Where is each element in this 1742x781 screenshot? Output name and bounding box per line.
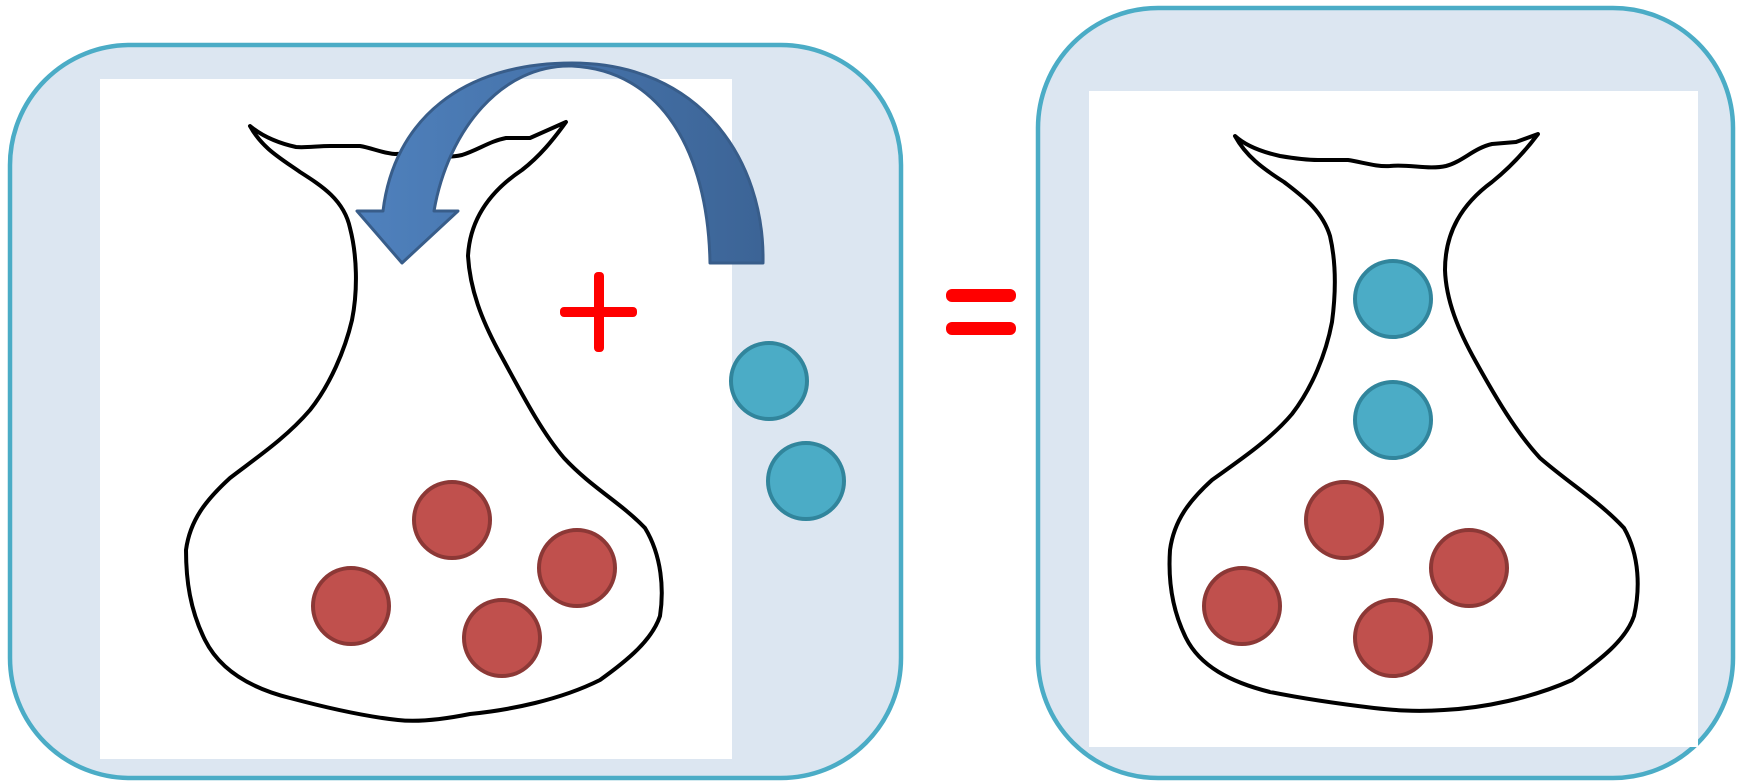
red-ball [464,600,540,676]
right-panel [1038,8,1733,778]
equals-icon [946,289,1016,335]
left-panel [10,45,901,778]
red-ball [313,568,389,644]
blue-ball [1355,261,1431,337]
red-ball [1355,600,1431,676]
red-ball [539,530,615,606]
blue-ball [731,343,807,419]
blue-ball [768,443,844,519]
red-ball [1306,482,1382,558]
red-ball [1204,568,1280,644]
blue-ball [1355,382,1431,458]
red-ball [1431,530,1507,606]
red-ball [414,482,490,558]
